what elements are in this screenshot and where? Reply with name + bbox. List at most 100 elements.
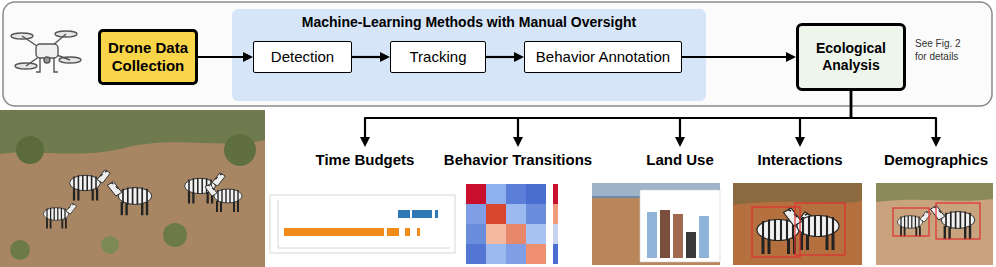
demographics-photo — [893, 208, 929, 236]
output-heading: Time Budgets — [312, 147, 419, 173]
demographics-photo — [876, 183, 993, 202]
transition-heatmap — [486, 244, 506, 264]
node-text: Drone Data Collection — [105, 39, 191, 75]
transition-heatmap — [526, 224, 546, 244]
group-panel: Machine-Learning Methods with Manual Ove… — [232, 9, 706, 101]
transition-heatmap — [526, 184, 546, 204]
output-heading: Land Use — [642, 147, 718, 173]
node-text: Machine-Learning Methods with Manual Ove… — [302, 14, 636, 31]
zebra-photo — [10, 240, 30, 260]
time-budget-chart — [435, 210, 438, 218]
outer-panel — [3, 2, 992, 106]
flow-arrow — [486, 56, 517, 58]
time-budget-chart — [284, 228, 384, 236]
time-budget-chart — [398, 210, 410, 218]
node-text: Time Budgets — [316, 151, 415, 169]
time-budget-chart — [270, 195, 455, 253]
outer-panel — [3, 2, 992, 106]
zebra-photo — [16, 136, 44, 164]
transition-heatmap — [466, 184, 558, 264]
transition-heatmap — [506, 204, 526, 224]
node-text: Behavior Annotation — [536, 48, 670, 66]
demographics-photo — [897, 211, 930, 236]
flow-arrow — [680, 91, 851, 140]
time-budget-chart — [278, 200, 450, 248]
transition-heatmap — [553, 224, 558, 244]
transition-heatmap — [506, 244, 526, 264]
time-budget-chart — [405, 228, 410, 236]
transition-heatmap — [526, 244, 546, 264]
zebra-photo — [205, 184, 242, 212]
drone-icon — [36, 44, 58, 58]
note-text: See Fig. 2 for details — [915, 38, 973, 63]
zebra-photo — [70, 170, 111, 201]
land-use-chart — [699, 216, 709, 258]
process-box: Detection — [253, 41, 352, 73]
transition-heatmap — [486, 184, 506, 204]
time-budget-chart — [387, 228, 399, 236]
demographics-photo — [936, 203, 980, 239]
flow-arrow — [198, 56, 246, 58]
node-text: Land Use — [646, 151, 714, 169]
land-use-chart — [660, 210, 670, 258]
time-budget-chart — [270, 195, 455, 253]
output-heading: Interactions — [753, 147, 846, 173]
zebra-photo — [224, 134, 256, 166]
drone-icon — [36, 58, 58, 72]
land-use-chart — [592, 183, 720, 265]
flow-arrow — [365, 91, 851, 140]
land-use-chart — [647, 212, 657, 258]
process-box: Drone Data Collection — [98, 29, 198, 85]
node-text: Interactions — [757, 151, 842, 169]
output-heading: Behavior Transitions — [440, 147, 596, 173]
demographics-photo — [930, 206, 974, 240]
node-text: Ecological Analysis — [803, 40, 899, 74]
zebra-photo — [107, 182, 151, 216]
transition-heatmap — [553, 184, 558, 204]
node-text: Detection — [271, 48, 334, 66]
time-budget-chart — [417, 228, 420, 236]
flow-arrow — [800, 91, 851, 140]
transition-heatmap — [526, 204, 546, 224]
zebra-photo — [101, 236, 119, 254]
drone-icon — [11, 31, 81, 72]
transition-heatmap — [466, 244, 486, 264]
transition-heatmap — [553, 204, 558, 224]
drone-icon — [22, 34, 70, 66]
transition-heatmap — [486, 204, 506, 224]
land-use-chart — [686, 232, 696, 258]
node-text: Tracking — [410, 48, 467, 66]
flow-arrow — [518, 91, 851, 140]
transition-heatmap — [466, 224, 486, 244]
flow-arrow — [682, 56, 789, 58]
drone-icon — [44, 57, 50, 63]
land-use-chart — [640, 190, 720, 262]
group-panel-fill — [232, 9, 706, 101]
interactions-photo — [795, 203, 845, 255]
node-text: Behavior Transitions — [444, 151, 592, 169]
demographics-photo — [876, 183, 993, 265]
zebra-photo — [0, 110, 265, 267]
panel-fill-layer — [232, 9, 706, 101]
land-use-chart — [592, 183, 720, 265]
node-text: Demographics — [884, 151, 988, 169]
zebra-photo — [0, 110, 265, 267]
zebra-photo — [43, 203, 76, 228]
transition-heatmap — [553, 244, 558, 264]
transition-heatmap — [466, 184, 486, 204]
flow-arrow — [851, 91, 936, 140]
process-box: Behavior Annotation — [524, 41, 682, 73]
process-box: Ecological Analysis — [796, 23, 906, 91]
flow-arrow — [352, 56, 383, 58]
interactions-photo — [784, 208, 840, 250]
transition-heatmap — [506, 224, 526, 244]
interactions-photo — [733, 183, 862, 265]
interactions-photo — [752, 207, 800, 257]
interactions-photo — [733, 183, 862, 265]
transition-heatmap — [486, 224, 506, 244]
transition-heatmap — [506, 184, 526, 204]
time-budget-chart — [412, 210, 432, 218]
zebra-photo — [163, 223, 187, 247]
